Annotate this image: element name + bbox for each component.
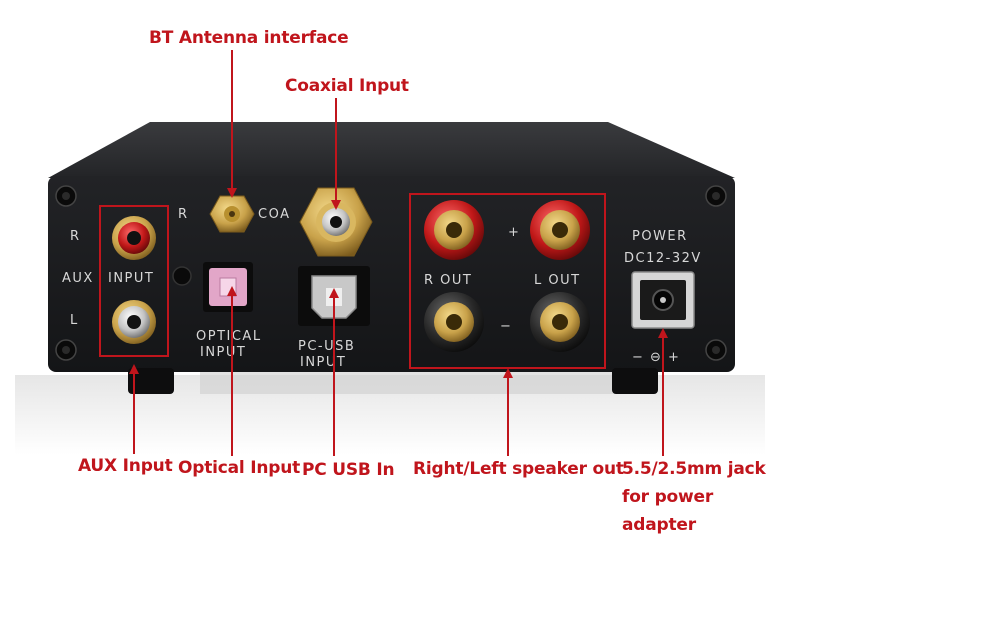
aux-arrowhead [129, 364, 139, 374]
bt-antenna-callout: BT Antenna interface [149, 28, 349, 48]
speaker-pointer [507, 378, 509, 456]
power-label: POWER [632, 229, 688, 244]
pc-usb-input-label: INPUT [300, 355, 346, 370]
coaxial-callout: Coaxial Input [285, 76, 409, 96]
aux-l-label: L [70, 313, 79, 328]
foot-left [128, 368, 174, 394]
dc-voltage-label: DC12-32V [624, 251, 702, 266]
optical-arrowhead [227, 286, 237, 296]
aux-input-label: INPUT [108, 271, 154, 286]
dc-power-jack [631, 271, 695, 329]
coaxial-arrowhead [331, 200, 341, 210]
speaker-plus-sign: + [508, 225, 520, 240]
aux-callout: AUX Input [78, 456, 173, 476]
screw-top-left [55, 185, 77, 207]
power-jack-callout-line-3: adapter [622, 515, 696, 535]
bt-antenna-pointer [231, 50, 233, 190]
speaker-terminal-r-plus [424, 200, 484, 260]
aux-r-label: R [70, 229, 81, 244]
bt-antenna-connector [209, 195, 255, 233]
power-arrowhead [658, 328, 668, 338]
pc-usb-label: PC-USB [298, 339, 355, 354]
aux-highlight-box [99, 205, 169, 357]
power-jack-callout-line-1: 5.5/2.5mm jack [622, 459, 766, 479]
pc-usb-arrowhead [329, 288, 339, 298]
screw-bottom-right [705, 339, 727, 361]
speaker-terminal-l-minus [530, 292, 590, 352]
aux-label: AUX [62, 271, 94, 286]
screw-top-right [705, 185, 727, 207]
speaker-callout: Right/Left speaker out [413, 459, 624, 479]
power-jack-callout: 5.5/2.5mm jack for power adapter [622, 455, 766, 539]
coax-label: COA [258, 207, 290, 222]
speaker-terminal-l-plus [530, 200, 590, 260]
foot-right [612, 368, 658, 394]
r-out-label: R OUT [424, 273, 472, 288]
speaker-arrowhead [503, 368, 513, 378]
aux-pointer [133, 374, 135, 454]
coaxial-pointer [335, 98, 337, 202]
coaxial-rca-jack [299, 187, 373, 257]
optical-callout: Optical Input [178, 458, 301, 478]
optical-pointer [231, 296, 233, 456]
chassis-top [48, 122, 735, 178]
pc-usb-pointer [333, 298, 335, 456]
speaker-minus-sign: − [500, 319, 512, 334]
power-pointer [662, 338, 664, 456]
optical-input-label: INPUT [200, 345, 246, 360]
bt-antenna-arrowhead [227, 188, 237, 198]
l-out-label: L OUT [534, 273, 581, 288]
power-jack-callout-line-2: for power [622, 487, 714, 507]
rt-label: R [178, 207, 189, 222]
screw-bottom-left [55, 339, 77, 361]
optical-label: OPTICAL [196, 329, 262, 344]
speaker-terminal-r-minus [424, 292, 484, 352]
pc-usb-callout: PC USB In [302, 460, 395, 480]
aux-rca-right-jack [112, 216, 156, 260]
aux-rca-left-jack [112, 300, 156, 344]
polarity-label: − ⊖ + [632, 350, 680, 365]
